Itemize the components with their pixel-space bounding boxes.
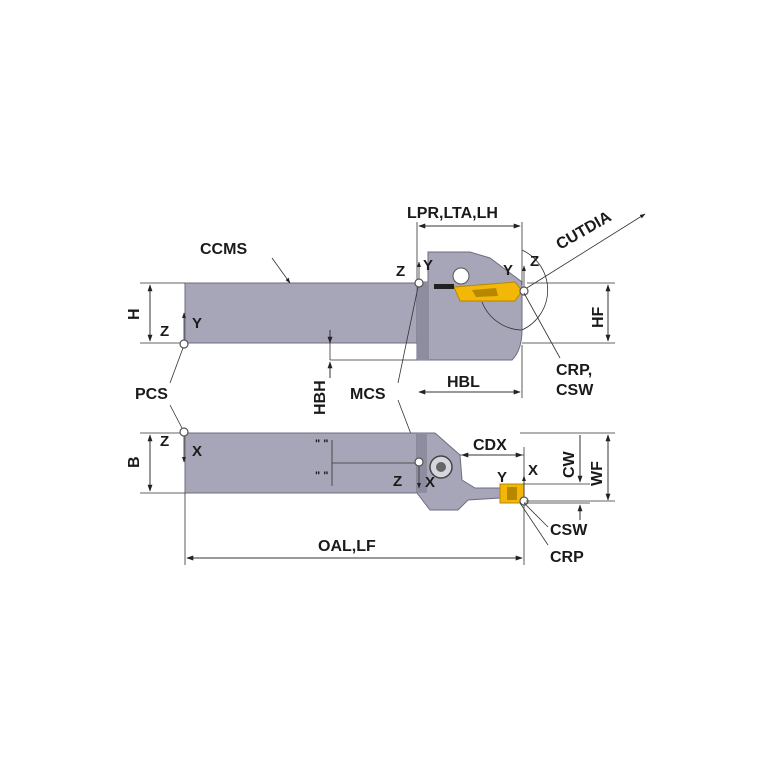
bottom-view: B Z X " " " " Z X CDX Y X CW bbox=[126, 427, 615, 566]
hf-label: HF bbox=[590, 306, 607, 328]
mcs-point-top bbox=[414, 278, 424, 288]
svg-text:" ": " " bbox=[315, 470, 329, 482]
ccms-leader bbox=[271, 257, 291, 284]
ccms-label: CCMS bbox=[200, 241, 247, 258]
cutdia-label: CUTDIA bbox=[554, 208, 615, 253]
clamp-hole bbox=[452, 267, 470, 285]
cdx-label: CDX bbox=[473, 437, 507, 454]
h-label: H bbox=[126, 308, 143, 320]
screw-top bbox=[434, 284, 454, 289]
top-view: CUTDIA LPR,LTA,LH CCMS H Z Y Z Y Y Z H bbox=[126, 205, 646, 415]
crp-point-top bbox=[519, 286, 529, 296]
z-mcs: Z bbox=[396, 263, 405, 280]
csw-label: CSW bbox=[550, 522, 588, 539]
y-bottom: Y bbox=[497, 469, 507, 486]
pcs-point-bottom bbox=[179, 427, 189, 437]
mcs-point-bottom bbox=[414, 457, 424, 467]
cutdia-leader bbox=[521, 213, 646, 292]
y-top-left: Y bbox=[192, 315, 202, 332]
z-bottom-left: Z bbox=[160, 433, 169, 450]
head-top-shade bbox=[417, 282, 429, 360]
x-bottom: X bbox=[528, 462, 538, 479]
oal-label: OAL,LF bbox=[318, 538, 376, 555]
head-top bbox=[416, 251, 523, 361]
x-bottom-mid: X bbox=[425, 474, 435, 491]
y-mcs: Y bbox=[423, 257, 433, 274]
y-crp: Y bbox=[503, 262, 513, 279]
crp-csw-label-2: CSW bbox=[556, 382, 594, 399]
z-top-left: Z bbox=[160, 323, 169, 340]
crp-csw-label-1: CRP, bbox=[556, 362, 592, 379]
hbh-label: HBH bbox=[312, 380, 329, 415]
shank-top bbox=[184, 282, 418, 344]
svg-text:" ": " " bbox=[315, 438, 329, 450]
b-label: B bbox=[126, 456, 143, 468]
z-bottom-mid: Z bbox=[393, 473, 402, 490]
mcs-label: MCS bbox=[350, 386, 386, 403]
pcs-point-top bbox=[179, 339, 189, 349]
crp-label: CRP bbox=[550, 549, 584, 566]
lpr-label: LPR,LTA,LH bbox=[407, 205, 498, 222]
z-crp: Z bbox=[530, 253, 539, 270]
x-bottom-left: X bbox=[192, 443, 202, 460]
cutdia-arc bbox=[521, 249, 548, 331]
wf-label: WF bbox=[589, 461, 606, 486]
pcs-label: PCS bbox=[135, 386, 168, 403]
cw-label: CW bbox=[561, 450, 578, 478]
hbl-label: HBL bbox=[447, 374, 480, 391]
